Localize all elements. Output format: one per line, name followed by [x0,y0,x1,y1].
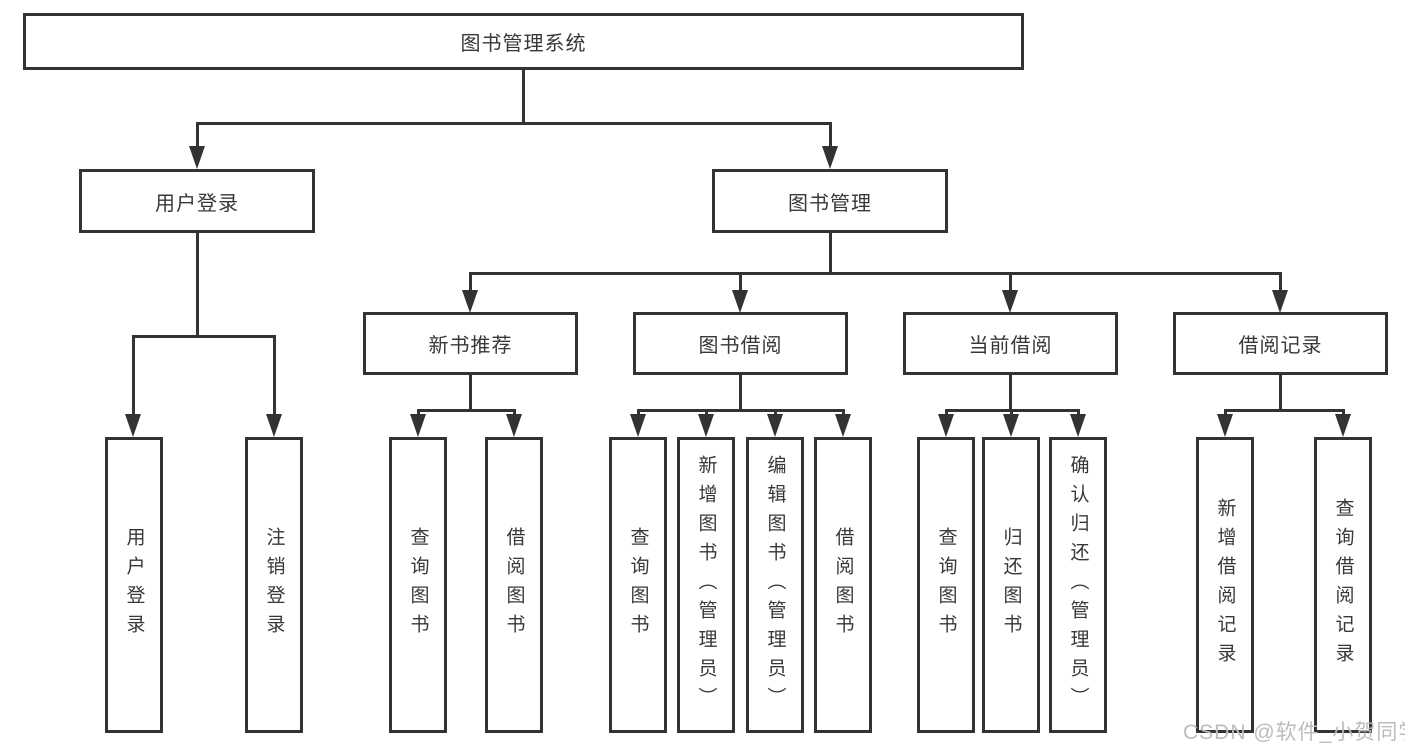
connector-line [738,375,742,411]
leaf-label: 确认归还（管理员） [1067,454,1089,716]
leaf-query-books-recommend: 查询图书 [389,437,447,733]
connector-line [131,335,276,338]
leaf-label: 编辑图书（管理员） [764,454,786,716]
connector-line [195,122,199,148]
node-book-management: 图书管理 [712,169,948,233]
connector-line [636,409,640,417]
node-current-borrowing: 当前借阅 [903,312,1118,375]
node-label: 图书管理 [788,192,872,215]
node-label: 借阅记录 [1238,335,1323,357]
connector-line [468,272,472,292]
connector-line [841,409,845,417]
node-label: 新书推荐 [428,335,513,357]
node-label: 图书借阅 [698,335,783,357]
connector-line [272,335,276,416]
connector-arrowhead-icon [266,414,282,437]
connector-arrowhead-icon [938,414,954,437]
leaf-borrow-books-recommend: 借阅图书 [485,437,543,733]
leaf-user-login: 用户登录 [105,437,163,733]
connector-arrowhead-icon [506,414,522,437]
node-user-login: 用户登录 [79,169,315,233]
connector-arrowhead-icon [767,414,783,437]
leaf-label: 借阅图书 [503,527,525,643]
leaf-label: 归还图书 [1000,527,1022,643]
leaf-label: 注销登录 [263,527,285,643]
leaf-return-books: 归还图书 [982,437,1040,733]
leaf-label: 查询借阅记录 [1332,498,1354,672]
connector-line [636,409,845,412]
connector-arrowhead-icon [1070,414,1086,437]
node-library-management-system: 图书管理系统 [23,13,1024,70]
csdn-watermark: CSDN @软件_小贺同学 [1183,721,1405,744]
leaf-edit-books-admin: 编辑图书（管理员） [746,437,804,733]
leaf-confirm-return-admin: 确认归还（管理员） [1049,437,1107,733]
connector-line [1278,375,1282,411]
connector-line [773,409,777,417]
connector-arrowhead-icon [189,146,205,169]
node-borrowing-records: 借阅记录 [1173,312,1388,375]
connector-line [1008,375,1012,411]
leaf-label: 查询图书 [935,527,957,643]
connector-arrowhead-icon [630,414,646,437]
connector-line [1076,409,1080,417]
connector-line [828,233,832,274]
node-label: 用户登录 [155,192,239,215]
node-book-borrowing: 图书借阅 [633,312,848,375]
leaf-label: 新增图书（管理员） [695,454,717,716]
connector-line [1008,272,1012,292]
connector-arrowhead-icon [1217,414,1233,437]
leaf-label: 查询图书 [627,527,649,643]
connector-line [195,233,199,335]
connector-arrowhead-icon [410,414,426,437]
connector-line [1223,409,1227,417]
connector-arrowhead-icon [732,290,748,313]
leaf-label: 查询图书 [407,527,429,643]
leaf-logout: 注销登录 [245,437,303,733]
leaf-query-books-current: 查询图书 [917,437,975,733]
leaf-label: 用户登录 [123,527,145,643]
connector-arrowhead-icon [835,414,851,437]
node-label: 当前借阅 [968,335,1053,357]
connector-arrowhead-icon [1272,290,1288,313]
connector-line [468,272,1282,275]
connector-arrowhead-icon [698,414,714,437]
connector-arrowhead-icon [1003,414,1019,437]
connector-arrowhead-icon [1335,414,1351,437]
connector-arrowhead-icon [822,146,838,169]
connector-line [828,122,832,148]
connector-line [738,272,742,292]
leaf-query-books-borrowing: 查询图书 [609,437,667,733]
connector-line [1278,272,1282,292]
connector-line [416,409,516,412]
connector-line [468,375,472,411]
connector-arrowhead-icon [125,414,141,437]
leaf-add-borrow-record: 新增借阅记录 [1196,437,1254,733]
leaf-label: 新增借阅记录 [1214,498,1236,672]
leaf-label: 借阅图书 [832,527,854,643]
connector-line [196,122,832,125]
connector-line [1341,409,1345,417]
node-new-book-recommendation: 新书推荐 [363,312,578,375]
connector-line [512,409,516,417]
connector-line [704,409,708,417]
leaf-query-borrow-record: 查询借阅记录 [1314,437,1372,733]
connector-line [944,409,948,417]
leaf-borrow-books-borrowing: 借阅图书 [814,437,872,733]
connector-arrowhead-icon [1002,290,1018,313]
connector-arrowhead-icon [462,290,478,313]
connector-line [416,409,420,417]
connector-line [131,335,135,416]
connector-line [1009,409,1013,417]
connector-line [1223,409,1345,412]
connector-line [521,70,525,124]
node-label: 图书管理系统 [460,33,587,55]
leaf-add-books-admin: 新增图书（管理员） [677,437,735,733]
